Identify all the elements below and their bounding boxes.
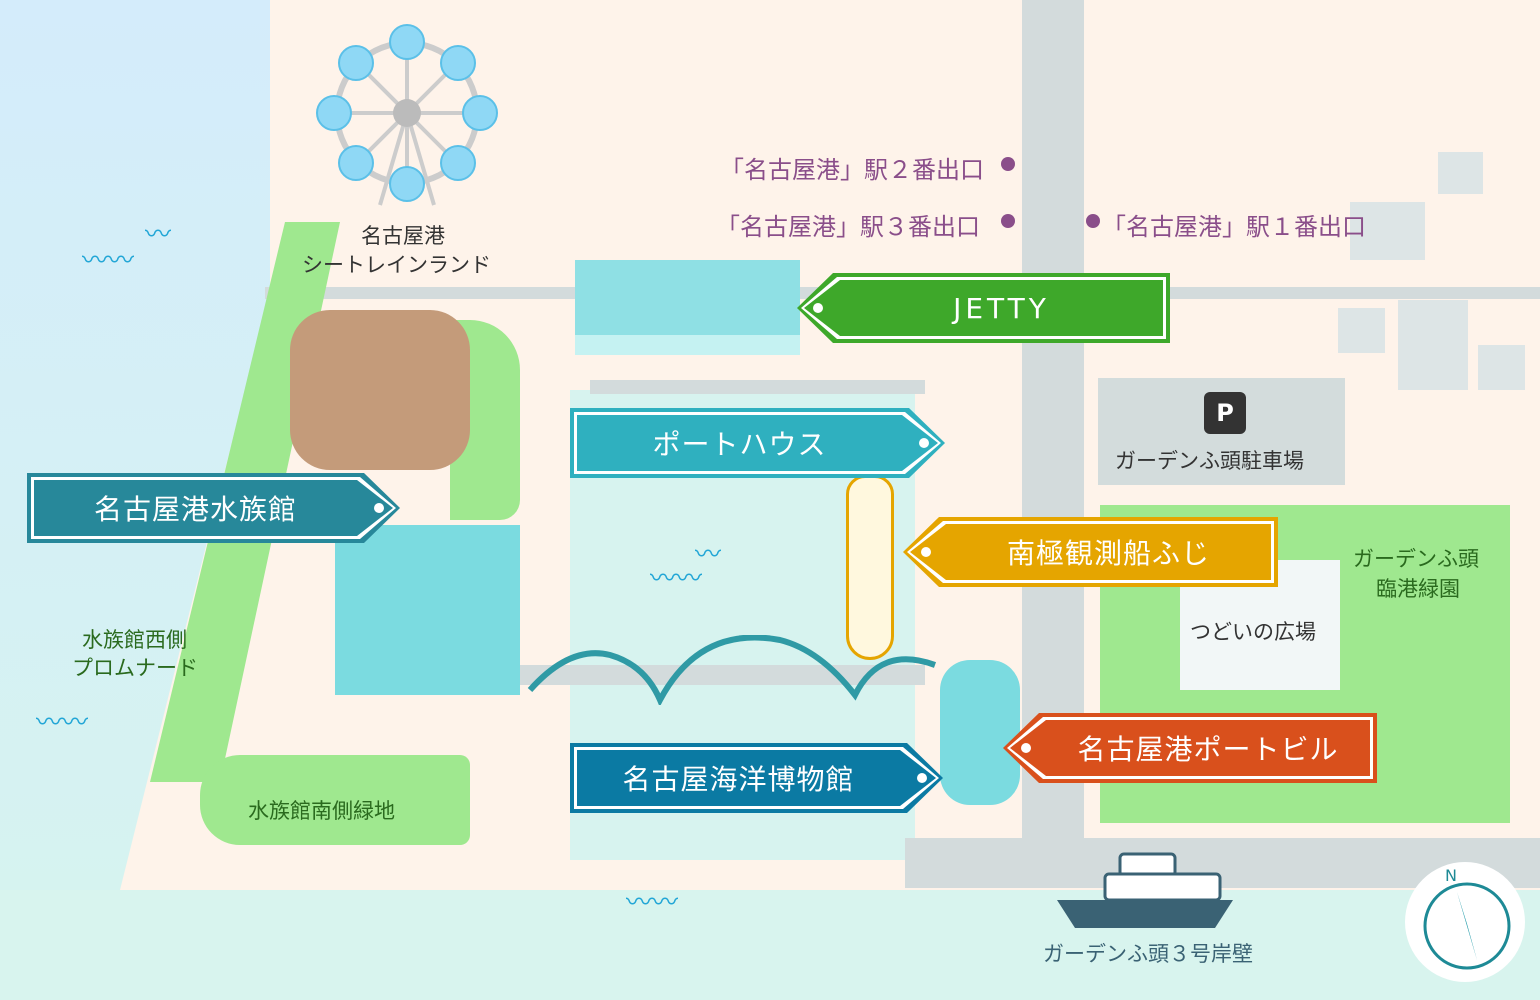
promenade-label-1: 水族館西側	[82, 628, 187, 652]
fuji-sign[interactable]: 南極観測船ふじ	[903, 517, 1278, 587]
port-house-label: ポートハウス	[652, 428, 827, 461]
bottom-water	[0, 890, 1540, 1000]
garden-park-label-1: ガーデンふ頭	[1353, 547, 1479, 571]
port-building-label: 名古屋港ポートビル	[1077, 733, 1339, 766]
parking-label: ガーデンふ頭駐車場	[1115, 449, 1304, 473]
station-exit-2-label: 「名古屋港」駅２番出口	[720, 156, 984, 184]
wave-icon: 〰〰	[626, 888, 679, 918]
building	[1338, 308, 1385, 353]
station-exit-1-marker	[1086, 214, 1100, 228]
aquarium-north-building	[290, 310, 470, 470]
ship-icon	[1057, 852, 1233, 928]
port-building-sign[interactable]: 名古屋港ポートビル	[1003, 713, 1377, 783]
station-exit-3-marker	[1001, 214, 1015, 228]
jetty-sign[interactable]: JETTY	[797, 273, 1170, 343]
bridge-arches	[527, 635, 937, 705]
south-green-area	[200, 755, 470, 845]
sea-train-land-label-1: 名古屋港	[361, 224, 445, 248]
garden-park-label-2: 臨港緑園	[1376, 577, 1460, 601]
wave-icon: 〰〰	[82, 246, 135, 276]
compass-icon	[1423, 882, 1511, 970]
aquarium-label: 名古屋港水族館	[93, 493, 297, 526]
compass: N	[1405, 862, 1525, 982]
jetty-label: JETTY	[953, 291, 1050, 325]
road-vertical	[1022, 0, 1084, 840]
promenade-label-2: プロムナード	[72, 656, 198, 680]
building	[1438, 152, 1483, 194]
maritime-museum-label: 名古屋海洋博物館	[622, 763, 855, 796]
ferris-wheel-icon	[316, 24, 498, 206]
wave-icon: 〰〰	[36, 708, 89, 738]
wave-icon: 〰	[695, 540, 722, 570]
jetty-building	[575, 260, 800, 355]
sea-train-land-label-2: シートレインランド	[302, 253, 491, 277]
station-exit-1-label: 「名古屋港」駅１番出口	[1102, 213, 1366, 241]
aquarium-south-building	[335, 525, 520, 695]
pier-label: ガーデンふ頭３号岸壁	[1043, 942, 1253, 966]
harbor-wall	[590, 380, 925, 394]
station-exit-3-label: 「名古屋港」駅３番出口	[716, 213, 980, 241]
building	[1478, 345, 1525, 390]
aquarium-sign[interactable]: 名古屋港水族館	[27, 473, 400, 543]
wave-icon: 〰	[145, 220, 172, 250]
pier-bridge	[505, 665, 925, 685]
station-exit-2-marker	[1001, 157, 1015, 171]
fuji-ship	[846, 475, 894, 660]
parking-icon: P	[1204, 392, 1246, 434]
maritime-building	[940, 660, 1020, 805]
wave-icon: 〰〰	[650, 564, 703, 594]
plaza-label: つどいの広場	[1190, 620, 1316, 644]
fuji-label: 南極観測船ふじ	[1006, 537, 1210, 570]
maritime-museum-sign[interactable]: 名古屋海洋博物館	[570, 743, 943, 813]
building	[1398, 300, 1468, 390]
building	[1350, 202, 1425, 260]
port-house-sign[interactable]: ポートハウス	[570, 408, 945, 478]
compass-north-label: N	[1445, 866, 1457, 885]
south-green-label: 水族館南側緑地	[248, 799, 395, 823]
